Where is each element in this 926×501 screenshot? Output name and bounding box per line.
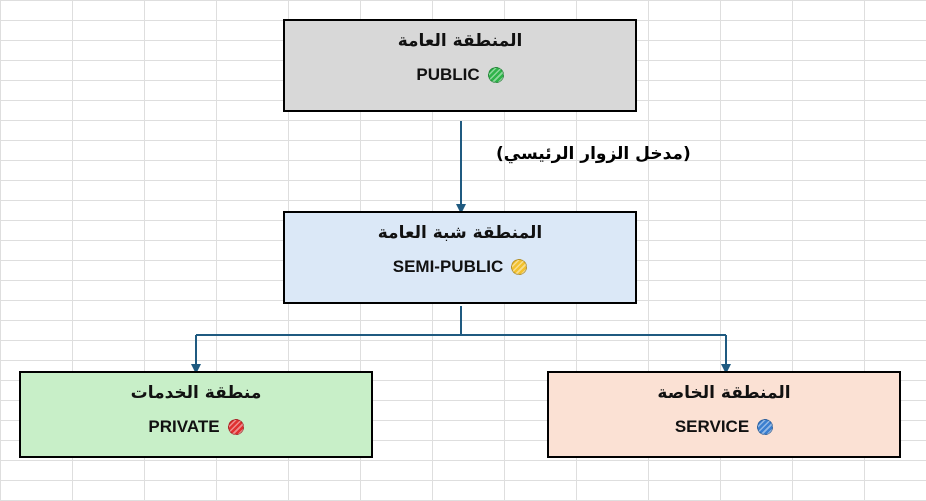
semi-public-zone-dot-icon xyxy=(511,259,528,275)
service-zone-dot-icon xyxy=(757,419,774,435)
semi-public-zone-box: المنطقة شبة العامة SEMI-PUBLIC xyxy=(283,211,637,304)
main-entrance-label: (مدخل الزوار الرئيسي) xyxy=(496,144,691,164)
private-zone-dot-icon xyxy=(227,419,244,435)
service-zone-box: المنطقة الخاصة SERVICE xyxy=(547,371,901,458)
public-zone-box: المنطقة العامة PUBLIC xyxy=(283,19,637,112)
semi-public-zone-title: المنطقة شبة العامة xyxy=(377,223,543,243)
public-zone-code: PUBLIC xyxy=(416,65,480,84)
public-zone-title: المنطقة العامة xyxy=(397,31,523,51)
service-zone-code: SERVICE xyxy=(674,417,750,436)
private-zone-title: منطقة الخدمات xyxy=(130,383,262,403)
private-zone-code: PRIVATE xyxy=(148,417,220,436)
public-zone-dot-icon xyxy=(487,67,504,83)
private-zone-box: منطقة الخدمات PRIVATE xyxy=(19,371,373,458)
service-zone-title: المنطقة الخاصة xyxy=(657,383,791,403)
semi-public-zone-code: SEMI-PUBLIC xyxy=(392,257,504,276)
